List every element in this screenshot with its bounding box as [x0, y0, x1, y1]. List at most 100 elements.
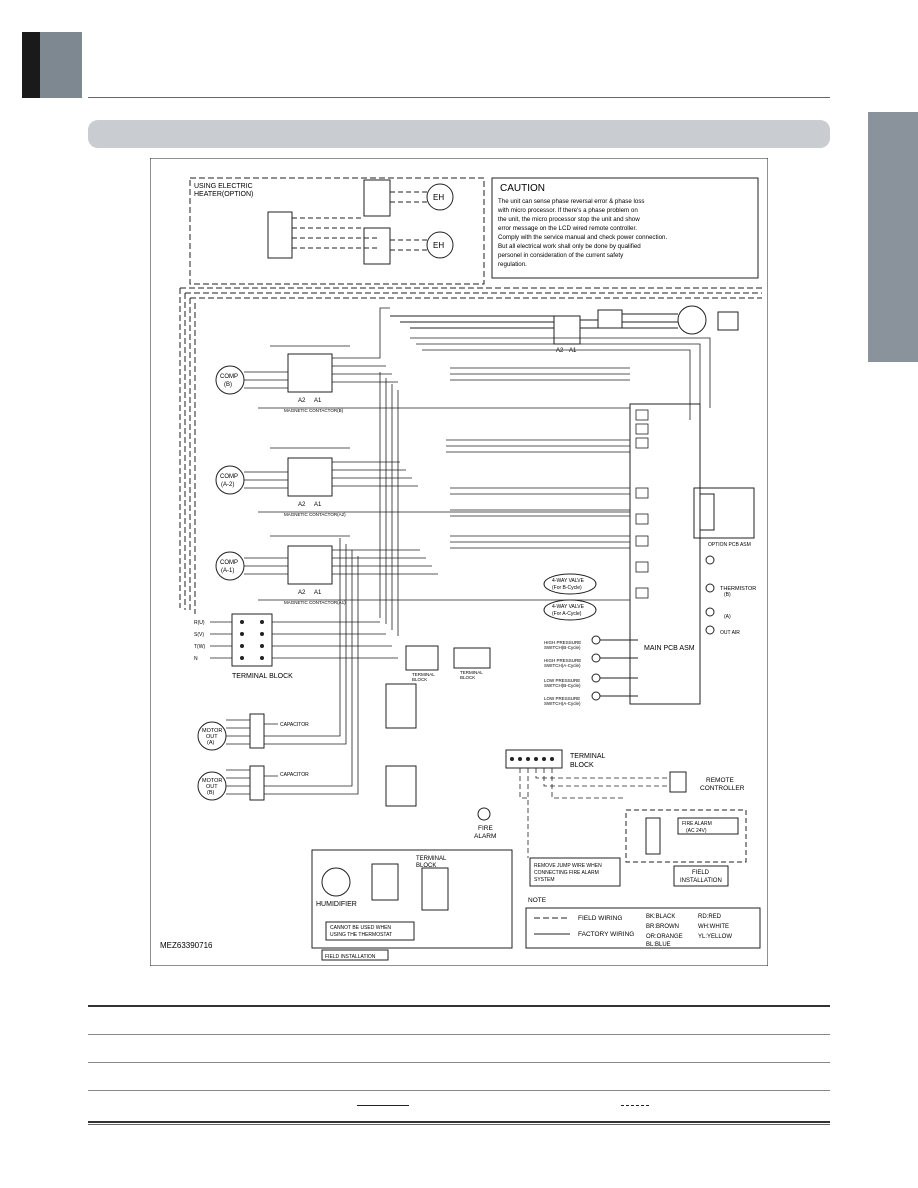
svg-text:LOW PRESSURE: LOW PRESSURE — [544, 678, 580, 683]
heater-option-box — [189, 177, 485, 285]
heater-box-line2: HEATER(OPTION) — [194, 191, 253, 198]
svg-text:4-WAY VALVE: 4-WAY VALVE — [552, 604, 585, 610]
svg-text:REMOVE JUMP WIRE WHEN: REMOVE JUMP WIRE WHEN — [534, 863, 602, 869]
comp-b-label-1: COMP — [220, 374, 238, 380]
remote-controller-icon — [669, 771, 687, 793]
caution-line-3: the unit, the micro processor stop the u… — [498, 216, 640, 223]
svg-text:BL:BLUE: BL:BLUE — [646, 942, 671, 948]
svg-text:SWITCH(B-Cycle): SWITCH(B-Cycle) — [544, 683, 581, 688]
footer-rule — [88, 1124, 830, 1125]
svg-text:SWITCH(A-Cycle): SWITCH(A-Cycle) — [544, 701, 581, 706]
svg-text:A1: A1 — [314, 502, 322, 508]
svg-text:(For A-Cycle): (For A-Cycle) — [552, 611, 582, 617]
thermistor-out-air: OUT AIR — [720, 630, 740, 636]
field-wiring-sample — [621, 1105, 649, 1107]
svg-text:USING THE THERMOSTAT: USING THE THERMOSTAT — [330, 932, 392, 938]
svg-text:HUMIDIFIER: HUMIDIFIER — [316, 901, 357, 908]
comp-a2-label-2: (A-2) — [221, 482, 234, 488]
caution-line-1: The unit can sense phase reversal error … — [498, 198, 645, 205]
svg-text:FIELD: FIELD — [692, 870, 710, 876]
svg-text:FACTORY WIRING: FACTORY WIRING — [578, 931, 634, 938]
comp-b-label-2: (B) — [224, 382, 232, 388]
mc-a2-label: MAGNETIC CONTACTOR(A2) — [284, 512, 346, 517]
svg-text:FIRE ALARM: FIRE ALARM — [682, 821, 712, 827]
factory-wiring-sample — [357, 1105, 409, 1107]
svg-text:4-WAY VALVE: 4-WAY VALVE — [552, 578, 585, 584]
svg-text:HIGH PRESSURE: HIGH PRESSURE — [544, 640, 581, 645]
svg-text:TERMINAL: TERMINAL — [460, 670, 483, 675]
svg-text:BR:BROWN: BR:BROWN — [646, 924, 679, 930]
svg-text:CANNOT BE USED WHEN: CANNOT BE USED WHEN — [330, 925, 391, 931]
comp-a1-label-2: (A-1) — [221, 568, 234, 574]
svg-text:A2: A2 — [298, 398, 306, 404]
wiring-diagram: USING ELECTRIC HEATER(OPTION) EH EH CAUT… — [150, 158, 768, 966]
svg-text:MOTOR: MOTOR — [202, 778, 222, 784]
svg-text:CAPACITOR: CAPACITOR — [280, 772, 309, 778]
svg-text:BLOCK: BLOCK — [570, 762, 594, 769]
svg-text:INSTALLATION: INSTALLATION — [680, 878, 722, 884]
mc-b-label: MAGNETIC CONTACTOR(B) — [284, 408, 344, 413]
svg-text:WH:WHITE: WH:WHITE — [698, 924, 729, 930]
note-box — [525, 907, 761, 949]
main-pcb-label: MAIN PCB ASM — [644, 645, 695, 652]
mc-a1-label: MAGNETIC CONTACTOR(A1) — [284, 600, 346, 605]
caution-title: CAUTION — [500, 183, 545, 194]
heater-box-line1: USING ELECTRIC — [194, 183, 253, 190]
svg-text:BLOCK: BLOCK — [416, 863, 436, 869]
model-code: MEZ63390716 — [160, 941, 213, 950]
svg-text:A1: A1 — [314, 590, 322, 596]
main-pcb — [629, 403, 701, 705]
thermistor-label: THERMISTOR — [720, 586, 756, 592]
header-black-block — [22, 32, 40, 98]
comp-a2-label-1: COMP — [220, 474, 238, 480]
svg-text:BLOCK: BLOCK — [412, 677, 427, 682]
eh-1-label: EH — [433, 193, 444, 202]
4way-valve-b — [543, 573, 597, 595]
svg-text:LOW PRESSURE: LOW PRESSURE — [544, 696, 580, 701]
humidifier-box — [311, 849, 513, 949]
svg-text:BLOCK: BLOCK — [460, 675, 475, 680]
thermistor-b: (B) — [724, 592, 731, 598]
svg-text:CONTROLLER: CONTROLLER — [700, 785, 745, 792]
header-gray-block — [40, 32, 82, 98]
svg-text:(AC 24V): (AC 24V) — [686, 828, 707, 834]
svg-text:T(W): T(W) — [194, 644, 205, 650]
mc-top-a1: A1 — [569, 348, 577, 354]
svg-text:(For B-Cycle): (For B-Cycle) — [552, 585, 582, 591]
comp-a1-label-1: COMP — [220, 560, 238, 566]
terminal-block-label: TERMINAL BLOCK — [232, 673, 293, 680]
svg-text:SWITCH(B-Cycle): SWITCH(B-Cycle) — [544, 645, 581, 650]
svg-text:HIGH PRESSURE: HIGH PRESSURE — [544, 658, 581, 663]
caution-line-5: Comply with the service manual and check… — [498, 234, 667, 241]
svg-text:(A): (A) — [207, 740, 215, 746]
svg-text:A2: A2 — [298, 502, 306, 508]
fire-alarm-icon — [477, 807, 491, 821]
svg-text:BK:BLACK: BK:BLACK — [646, 914, 675, 920]
svg-text:A1: A1 — [314, 398, 322, 404]
caution-box — [491, 177, 759, 279]
svg-text:FIELD INSTALLATION: FIELD INSTALLATION — [325, 954, 376, 960]
header-rule — [88, 97, 830, 98]
svg-text:RD:RED: RD:RED — [698, 914, 722, 920]
svg-text:SWITCH(A-Cycle): SWITCH(A-Cycle) — [544, 663, 581, 668]
svg-text:OUT: OUT — [206, 784, 218, 790]
caution-line-6: But all electrical work shall only be do… — [498, 243, 641, 250]
option-pcb-label: OPTION PCB ASM — [708, 542, 751, 548]
svg-text:YL:YELLOW: YL:YELLOW — [698, 934, 732, 940]
eh-2-label: EH — [433, 241, 444, 250]
humidifier-icon — [321, 867, 351, 897]
spec-table — [88, 1005, 830, 1123]
svg-text:FIRE: FIRE — [478, 825, 493, 832]
svg-text:FIELD WIRING: FIELD WIRING — [578, 915, 622, 922]
svg-text:CONNECTING FIRE ALARM: CONNECTING FIRE ALARM — [534, 870, 599, 876]
svg-text:SYSTEM: SYSTEM — [534, 877, 555, 883]
4way-valve-a — [543, 599, 597, 621]
svg-text:N: N — [194, 656, 198, 662]
svg-text:ALARM: ALARM — [474, 833, 496, 840]
svg-text:TERMINAL: TERMINAL — [416, 856, 447, 862]
caution-line-8: regulation. — [498, 261, 527, 268]
svg-text:R(U): R(U) — [194, 620, 205, 626]
svg-text:S(V): S(V) — [194, 632, 204, 638]
svg-text:(B): (B) — [207, 790, 215, 796]
caution-line-4: error message on the LCD wired remote co… — [498, 225, 637, 232]
